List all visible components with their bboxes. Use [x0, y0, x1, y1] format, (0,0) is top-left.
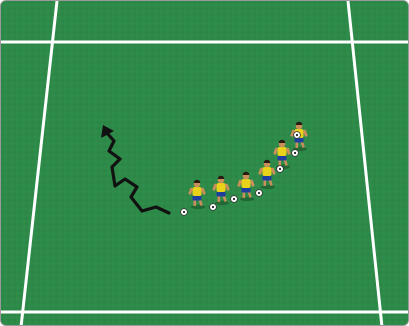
player-shorts: [217, 192, 226, 197]
player-shorts: [278, 156, 287, 161]
player-shadow: [191, 205, 205, 209]
ball: [256, 190, 263, 197]
ball-patch: [296, 134, 298, 136]
ball: [292, 150, 299, 157]
player-shadow: [240, 197, 254, 201]
player-shorts: [193, 196, 202, 201]
ball: [181, 209, 188, 216]
player-shadow: [215, 201, 229, 205]
ball-patch: [212, 206, 214, 208]
ball-patch: [294, 152, 296, 154]
ball: [277, 166, 284, 173]
ball-patch: [183, 211, 185, 213]
player-shirt: [217, 183, 226, 192]
ball: [231, 196, 238, 203]
ball-patch: [233, 198, 235, 200]
player-shadow: [261, 185, 275, 189]
player-shirt: [242, 179, 251, 188]
ball-patch: [258, 192, 260, 194]
player-shirt: [278, 147, 287, 156]
player-shirt: [263, 167, 272, 176]
player-shorts: [242, 188, 251, 193]
ball-patch: [279, 168, 281, 170]
player-shirt: [193, 187, 202, 196]
ball: [210, 204, 217, 211]
player-shorts: [263, 176, 272, 181]
ball: [294, 132, 301, 139]
